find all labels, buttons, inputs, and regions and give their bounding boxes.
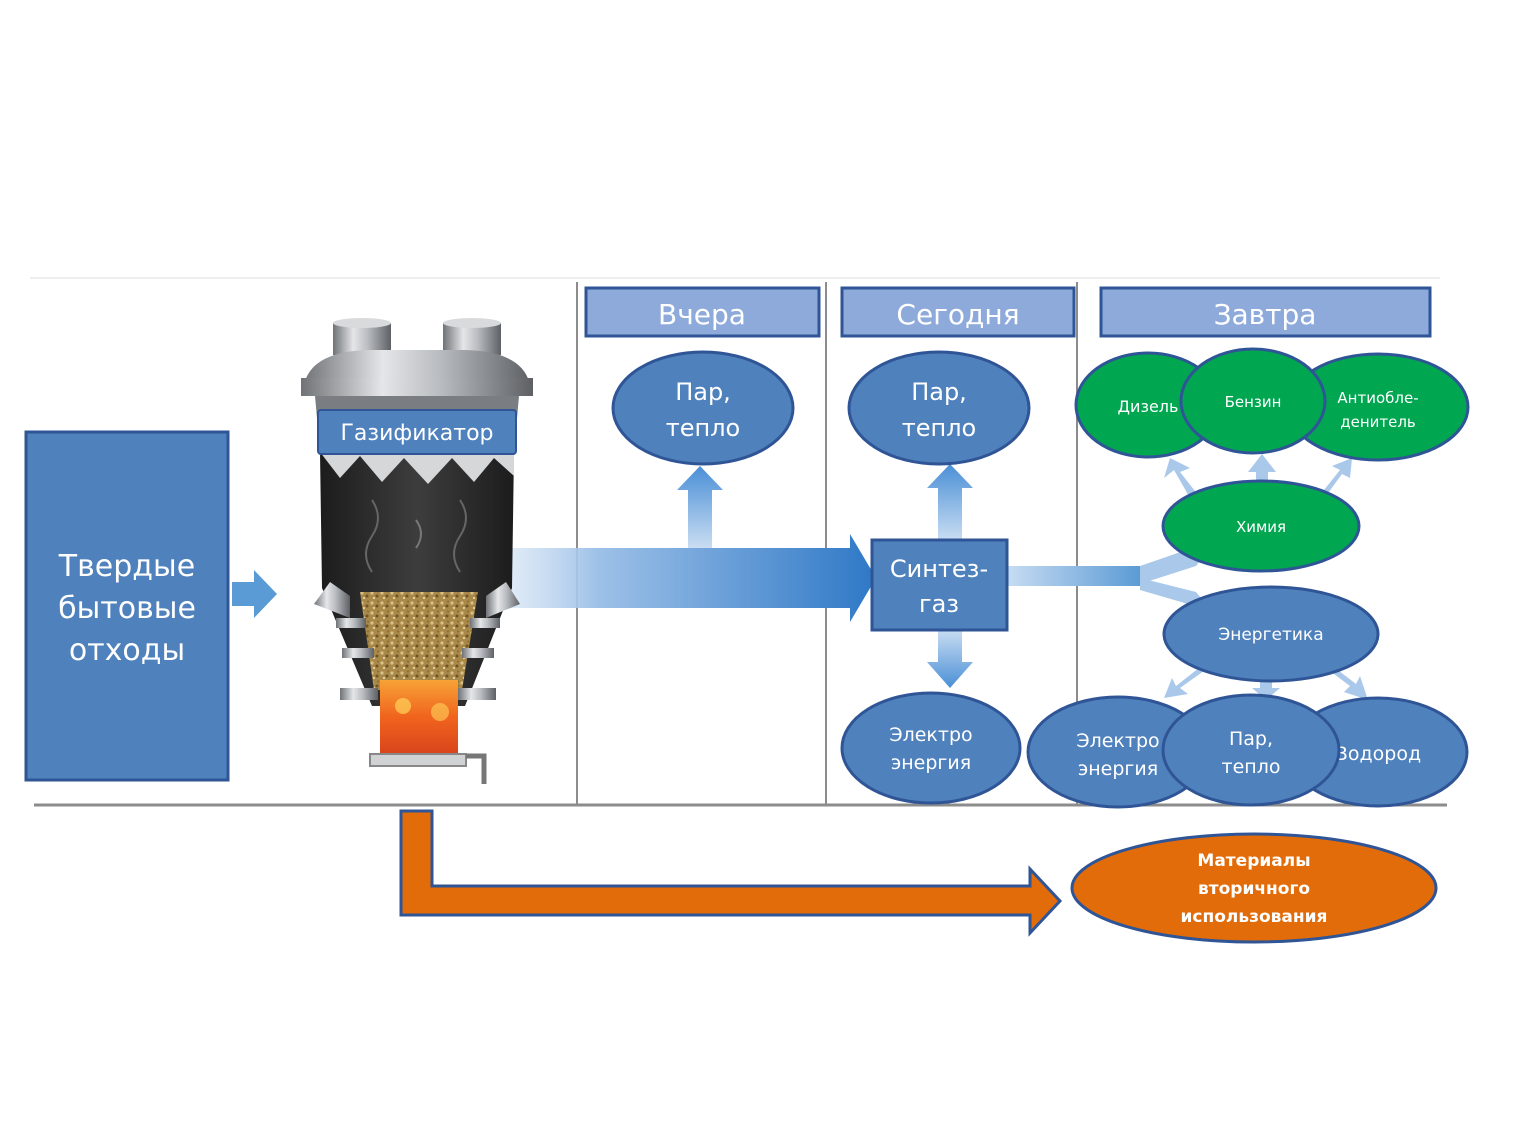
waste-line-1: Твердые [58, 549, 195, 584]
chemistry-label: Химия [1236, 518, 1286, 536]
today-electricity-line-2: энергия [891, 752, 971, 774]
gasoline-node: Бензин [1179, 347, 1327, 455]
recycled-line-1: Материалы [1197, 851, 1310, 871]
syngas-line-1: Синтез- [890, 555, 988, 583]
header-yesterday: Вчера [584, 286, 821, 338]
today-electricity-node: Электро энергия [840, 691, 1022, 805]
tomorrow-electricity-node: Электро энергия [1026, 695, 1210, 809]
yesterday-up-arrow [677, 466, 723, 548]
diesel-node: Дизель [1074, 351, 1222, 459]
today-electricity-line-1: Электро [889, 724, 972, 746]
gasifier-illustration: Газификатор [301, 318, 533, 784]
waste-line-3: отходы [69, 633, 185, 668]
today-right-arrow [1007, 566, 1140, 586]
recycled-materials-node: Материалы вторичного использования [1070, 832, 1438, 944]
hydrogen-label: Водород [1335, 743, 1421, 765]
header-yesterday-label: Вчера [658, 298, 746, 331]
recycled-arrow [399, 809, 1063, 937]
antifreeze-line-2: денитель [1340, 413, 1416, 431]
header-tomorrow: Завтра [1099, 286, 1432, 338]
diesel-label: Дизель [1118, 397, 1179, 416]
antifreeze-line-1: Антиобле- [1337, 389, 1418, 407]
today-up-arrow [927, 464, 973, 540]
tomorrow-steam-heat-node: Пар, тепло [1161, 693, 1341, 807]
header-tomorrow-label: Завтра [1214, 298, 1317, 331]
waste-box: Твердые бытовые отходы [24, 430, 230, 782]
main-flow-arrow [505, 534, 876, 622]
hydrogen-node: Водород [1287, 696, 1469, 808]
syngas-box: Синтез- газ [870, 538, 1009, 632]
header-today-label: Сегодня [896, 298, 1019, 331]
recycled-line-2: вторичного [1198, 879, 1310, 899]
header-today: Сегодня [840, 286, 1076, 338]
antifreeze-node: Антиобле- денитель [1286, 352, 1470, 462]
tomorrow-steam-heat-line-2: тепло [1222, 756, 1281, 778]
gasifier-label: Газификатор [340, 421, 493, 446]
tomorrow-steam-heat-line-1: Пар, [1229, 728, 1273, 750]
chemistry-node: Химия [1161, 479, 1361, 573]
energy-node: Энергетика [1162, 585, 1380, 683]
gasoline-label: Бензин [1225, 393, 1282, 411]
yesterday-steam-heat-line-1: Пар, [675, 378, 731, 406]
energy-label: Энергетика [1218, 625, 1323, 645]
waste-to-gasifier-arrow [232, 570, 277, 618]
today-steam-heat-node: Пар, тепло [847, 350, 1031, 466]
tomorrow-electricity-line-2: энергия [1078, 758, 1158, 780]
yesterday-steam-heat-line-2: тепло [666, 414, 740, 442]
yesterday-steam-heat-node: Пар, тепло [611, 350, 795, 466]
syngas-line-2: газ [919, 590, 959, 618]
today-steam-heat-line-2: тепло [902, 414, 976, 442]
today-steam-heat-line-1: Пар, [911, 378, 967, 406]
today-down-arrow [927, 630, 973, 688]
tomorrow-electricity-line-1: Электро [1076, 730, 1159, 752]
recycled-line-3: использования [1181, 907, 1328, 927]
waste-line-2: бытовые [58, 591, 196, 626]
